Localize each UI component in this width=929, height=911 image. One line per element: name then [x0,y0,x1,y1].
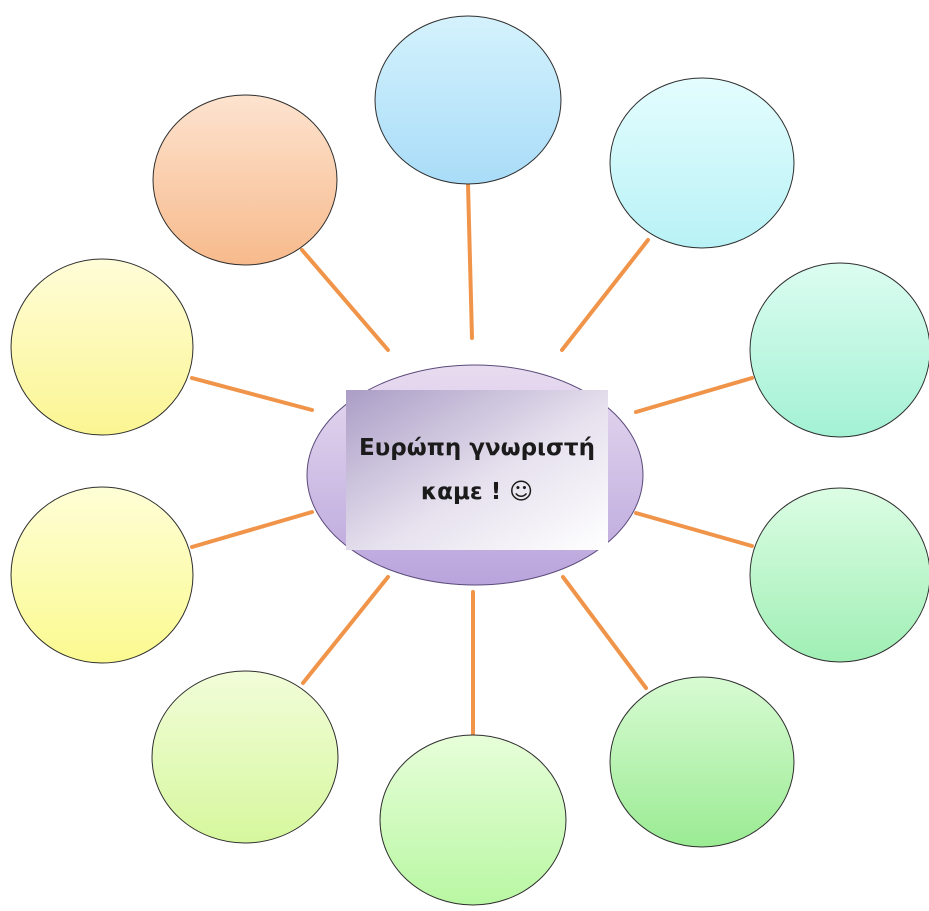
outer-bubbles [10,15,929,906]
connector-line [300,248,390,352]
outer-bubble-4 [749,487,929,663]
connector-line [634,376,754,414]
center-node [306,364,644,586]
outer-bubble-9 [10,258,194,436]
outer-bubble-10 [152,94,338,266]
outer-bubble-6 [379,734,567,906]
connector-lines [190,182,754,737]
outer-bubble-5 [609,676,795,848]
outer-bubble-1 [374,15,562,185]
connector-line [466,182,474,340]
outer-bubble-7 [151,670,339,844]
connector-line [634,511,754,548]
center-topic-label: Ευρώπη γνωριστήκαμε ! ☺ [359,435,595,505]
outer-bubble-8 [10,486,194,664]
connector-line [190,376,314,412]
center-label-box [346,390,608,550]
connector-line [190,510,314,549]
connector-line [560,238,650,352]
connector-line [301,575,390,685]
outer-bubble-2 [609,77,795,249]
outer-bubble-3 [749,262,929,438]
connector-line [561,575,648,690]
